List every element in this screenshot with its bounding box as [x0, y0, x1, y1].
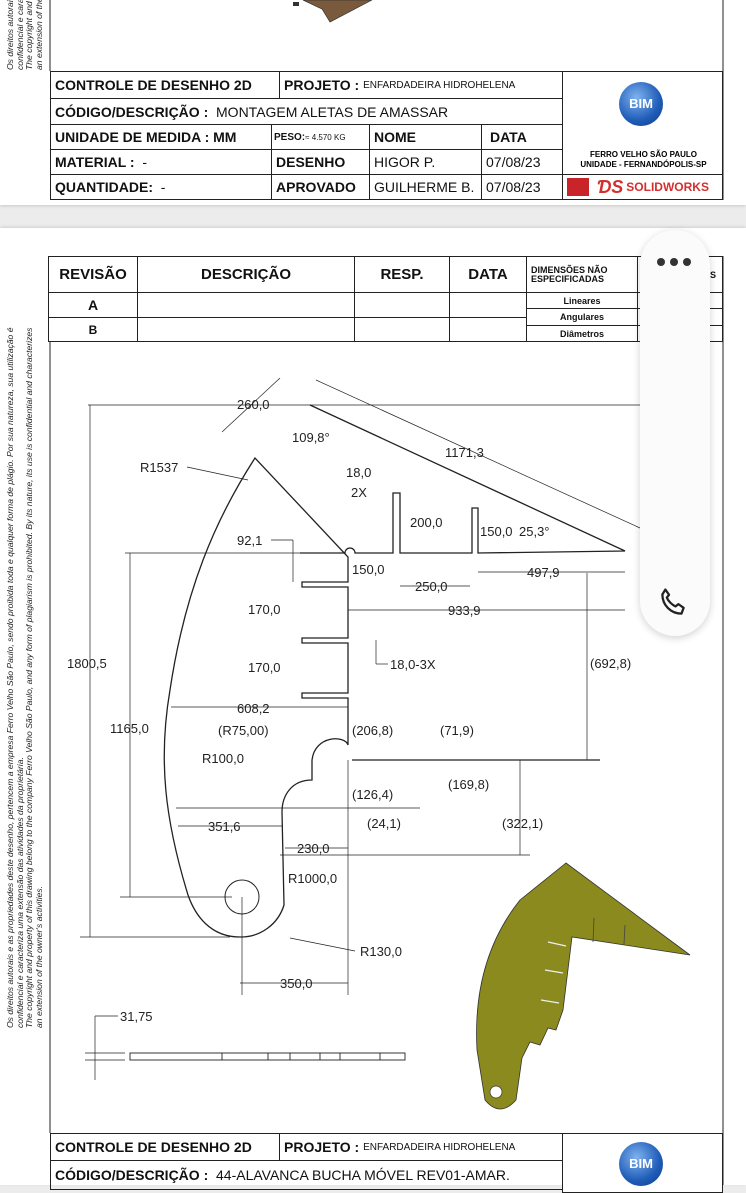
- projeto-value: ENFARDADEIRA HIDROHELENA: [363, 79, 516, 91]
- dim-933: 933,9: [448, 603, 481, 618]
- dim-322: (322,1): [502, 816, 543, 831]
- dim-angle-109: 109,8°: [292, 430, 330, 445]
- codigo-value: MONTAGEM ALETAS DE AMASSAR: [216, 103, 449, 120]
- phone-icon[interactable]: [656, 586, 690, 620]
- bim-logo: BIM: [619, 1142, 663, 1186]
- codigo-cell: CÓDIGO/DESCRIÇÃO : 44-ALAVANCA BUCHA MÓV…: [50, 1160, 563, 1190]
- bim-logo: BIM: [619, 82, 663, 126]
- company-line: FERRO VELHO SÃO PAULO: [590, 150, 697, 159]
- dim-18-3x: 18,0-3X: [390, 657, 436, 672]
- dim-126: (126,4): [352, 787, 393, 802]
- company-line: UNIDADE - FERNANDÓPOLIS-SP: [580, 160, 707, 169]
- part-3d-view-partial: [293, 0, 373, 23]
- dim-1165: 1165,0: [110, 721, 149, 736]
- dim-71: (71,9): [440, 723, 474, 738]
- dim-250: 250,0: [415, 579, 448, 594]
- dim-92: 92,1: [237, 533, 262, 548]
- solidworks-text: SOLIDWORKS: [626, 180, 709, 194]
- peso-value: ≈ 4.570 KG: [305, 132, 346, 142]
- part-3d-view: [476, 862, 691, 1110]
- dim-thickness: 31,75: [120, 1009, 153, 1024]
- dim-150: 150,0: [352, 562, 385, 577]
- material-value: -: [142, 154, 148, 170]
- title-cell: CONTROLE DE DESENHO 2D: [50, 1133, 280, 1161]
- solidworks-logo: ƊS SOLIDWORKS: [562, 174, 723, 200]
- dim-692: (692,8): [590, 656, 631, 671]
- more-icon[interactable]: [657, 258, 691, 266]
- dim-170-a: 170,0: [248, 602, 281, 617]
- part-side-view: [129, 1052, 406, 1061]
- drawing-sheet-1: Os direitos autorais e as propriedades d…: [0, 0, 746, 205]
- dim-608: 608,2: [237, 701, 270, 716]
- dim-r75: (R75,00): [218, 723, 269, 738]
- dim-24: (24,1): [367, 816, 401, 831]
- sheet-frame: [49, 0, 724, 200]
- dim-r100: R100,0: [202, 751, 244, 766]
- logo-text: BIM: [629, 1156, 653, 1171]
- dim-angle-25: 25,3°: [519, 524, 550, 539]
- dim-r130: R130,0: [360, 944, 402, 959]
- dim-200: 200,0: [410, 515, 443, 530]
- dim-2x: 2X: [351, 485, 367, 500]
- quantidade-label: QUANTIDADE:: [55, 179, 153, 195]
- dim-1171: 1171,3: [445, 445, 484, 460]
- company-name: FERRO VELHO SÃO PAULO UNIDADE - FERNANDÓ…: [563, 150, 724, 170]
- quantidade-value: -: [160, 179, 166, 195]
- dim-351: 351,6: [208, 819, 241, 834]
- ds-icon: ƊS: [597, 176, 624, 197]
- dim-169: (169,8): [448, 777, 489, 792]
- logo-text: BIM: [629, 96, 653, 111]
- projeto-value: ENFARDADEIRA HIDROHELENA: [363, 1141, 516, 1153]
- dim-150-slot: 150,0: [480, 524, 513, 539]
- cube-icon: [567, 178, 589, 196]
- dim-r1000: R1000,0: [288, 871, 337, 886]
- codigo-label: CÓDIGO/DESCRIÇÃO :: [55, 103, 209, 120]
- projeto-label: PROJETO :: [284, 77, 360, 93]
- floating-action-bar: [640, 230, 710, 636]
- drawing-sheet-2: Os direitos autorais e as propriedades d…: [0, 228, 746, 1185]
- dim-206: (206,8): [352, 723, 393, 738]
- dim-170-b: 170,0: [248, 660, 281, 675]
- dim-230: 230,0: [297, 841, 330, 856]
- codigo-label: CÓDIGO/DESCRIÇÃO :: [55, 1167, 209, 1183]
- peso-label: PESO:: [274, 131, 306, 143]
- dim-260: 260,0: [237, 397, 270, 412]
- company-logo-cell: BIM FERRO VELHO SÃO PAULO UNIDADE - FERN…: [562, 71, 723, 175]
- dim-18: 18,0: [346, 465, 371, 480]
- dim-497: 497,9: [527, 565, 560, 580]
- dim-1800: 1800,5: [67, 656, 107, 671]
- projeto-label: PROJETO :: [284, 1139, 360, 1155]
- codigo-value: 44-ALAVANCA BUCHA MÓVEL REV01-AMAR.: [216, 1167, 510, 1183]
- part-profile: [163, 404, 626, 938]
- projeto-cell: PROJETO : ENFARDADEIRA HIDROHELENA: [279, 1133, 563, 1161]
- company-logo-cell: BIM: [562, 1133, 723, 1193]
- dimension-labels: 260,0 109,8° 1171,3 R1537 18,0 2X 200,0 …: [67, 397, 631, 1024]
- material-label: MATERIAL :: [55, 154, 135, 170]
- dim-350: 350,0: [280, 976, 313, 991]
- dim-r1537: R1537: [140, 460, 178, 475]
